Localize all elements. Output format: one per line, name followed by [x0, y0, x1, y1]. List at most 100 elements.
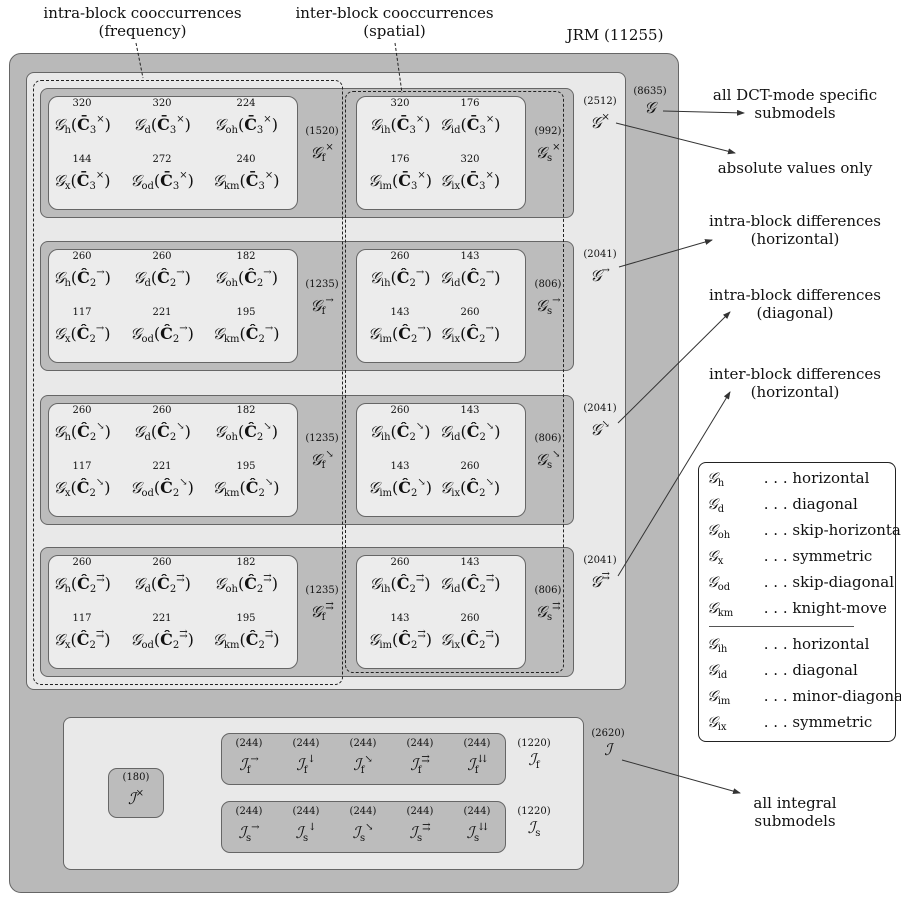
integral-cross: (180) ℐ×: [122, 772, 150, 808]
integral-f-box: [221, 733, 506, 785]
freq-submodel: 260 𝒢h(Ĉ2↘): [53, 405, 111, 443]
spatial-submodel: 260 𝒢ih(Ĉ2→): [369, 251, 431, 289]
legend-item: 𝒢km . . . knight-move: [707, 599, 887, 619]
row-0-freq-box: [48, 96, 298, 210]
arrow-inter-h: [617, 391, 731, 577]
dct-total: (8635)𝒢: [633, 86, 667, 117]
spatial-submodel: 143 𝒢id(Ĉ2↘): [439, 405, 501, 443]
freq-submodel: 144 𝒢x(C̄3×): [53, 154, 111, 192]
row-2-freq-box: [48, 403, 298, 517]
freq-submodel: 260 𝒢d(Ĉ2→): [133, 251, 191, 289]
freq-submodel: 272 𝒢od(C̄3×): [130, 154, 194, 192]
spatial-submodel: 320 𝒢ix(C̄3×): [439, 154, 501, 192]
spatial-submodel: 176 𝒢id(C̄3×): [439, 98, 501, 136]
spatial-submodel: 260 𝒢ix(Ĉ2⇉): [439, 613, 501, 651]
inter-horizontal-label: inter-block differences(horizontal): [709, 365, 881, 401]
intra-dashed-group: [33, 80, 343, 685]
freq-submodel: 260 𝒢d(Ĉ2↘): [133, 405, 191, 443]
integral-s-cell: (244) ℐs↘: [349, 806, 377, 844]
integral-f-total: (1220)ℐf: [517, 738, 551, 771]
arrow-inter-label: [394, 42, 403, 94]
absolute-values-label: absolute values only: [717, 159, 873, 177]
jrm-title: JRM (11255): [566, 26, 664, 44]
legend-item: 𝒢x . . . symmetric: [707, 547, 873, 567]
legend-item: 𝒢oh . . . skip-horizontal: [707, 521, 901, 541]
arrow-intra-label: [135, 42, 144, 79]
integral-s-box: [221, 801, 506, 853]
integral-s-cell: (244) ℐs⇉: [406, 806, 434, 844]
integral-s-cell: (244) ℐs→: [235, 806, 263, 844]
freq-submodel: 221 𝒢od(Ĉ2↘): [130, 461, 194, 499]
freq-submodel: 195 𝒢km(Ĉ2↘): [212, 461, 280, 499]
row-0-freq-total: (1520)𝒢f×: [305, 126, 339, 164]
freq-submodel: 182 𝒢oh(Ĉ2⇉): [214, 557, 278, 595]
freq-submodel: 320 𝒢h(C̄3×): [53, 98, 111, 136]
freq-submodel: 260 𝒢h(Ĉ2→): [53, 251, 111, 289]
row-0-spat-total: (992)𝒢s×: [534, 126, 562, 164]
freq-submodel: 320 𝒢d(C̄3×): [133, 98, 191, 136]
legend: 𝒢h . . . horizontal 𝒢d . . . diagonal 𝒢o…: [698, 462, 901, 742]
freq-submodel: 260 𝒢d(Ĉ2⇉): [133, 557, 191, 595]
spatial-submodel: 260 𝒢ix(Ĉ2↘): [439, 461, 501, 499]
inter-dashed-group: [345, 91, 564, 673]
integral-f-cell: (244) ℐf↘: [349, 738, 377, 776]
legend-item: 𝒢h . . . horizontal: [707, 469, 870, 489]
arrow-intra-h: [618, 239, 713, 268]
integral-f-cell: (244) ℐf⇊: [463, 738, 491, 776]
integral-f-cell: (244) ℐf→: [235, 738, 263, 776]
arrow-abs: [615, 122, 736, 155]
row-3-spat-box: [356, 555, 526, 669]
freq-submodel: 221 𝒢od(Ĉ2→): [130, 307, 194, 345]
spatial-submodel: 143 𝒢im(Ĉ2↘): [367, 461, 433, 499]
legend-divider: [709, 626, 854, 627]
spatial-submodel: 143 𝒢im(Ĉ2→): [367, 307, 433, 345]
spatial-submodel: 320 𝒢ih(C̄3×): [369, 98, 431, 136]
row-3-total: (2041)𝒢⇉: [583, 555, 617, 591]
row-2-freq-total: (1235)𝒢f↘: [305, 433, 339, 471]
integral-s-total: (1220)ℐs: [517, 806, 551, 839]
spatial-submodel: 143 𝒢id(Ĉ2⇉): [439, 557, 501, 595]
integral-cross-box: [108, 768, 164, 818]
row-1-spat-total: (806)𝒢s→: [534, 279, 562, 317]
spatial-submodel: 143 𝒢id(Ĉ2→): [439, 251, 501, 289]
freq-submodel: 117 𝒢x(Ĉ2⇉): [53, 613, 111, 651]
row-3-freq-box: [48, 555, 298, 669]
integral-f-cell: (244) ℐf↓: [292, 738, 320, 776]
spatial-submodel: 260 𝒢ih(Ĉ2↘): [369, 405, 431, 443]
row-0-spat-box: [356, 96, 526, 210]
row-2-spat-box: [356, 403, 526, 517]
row-1-freq-total: (1235)𝒢f→: [305, 279, 339, 317]
legend-item: 𝒢ix . . . symmetric: [707, 713, 873, 733]
intra-horizontal-label: intra-block differences(horizontal): [709, 212, 881, 248]
integral-f-cell: (244) ℐf⇉: [406, 738, 434, 776]
row-1-spat-box: [356, 249, 526, 363]
arrow-intra-d: [617, 311, 731, 424]
spatial-submodel: 176 𝒢im(C̄3×): [367, 154, 433, 192]
inter-block-label: inter-block cooccurrences(spatial): [295, 4, 494, 40]
row-2-spat-total: (806)𝒢s↘: [534, 433, 562, 471]
spatial-submodel: 260 𝒢ix(Ĉ2→): [439, 307, 501, 345]
freq-submodel: 182 𝒢oh(Ĉ2→): [214, 251, 278, 289]
spatial-submodel: 143 𝒢im(Ĉ2⇉): [367, 613, 433, 651]
freq-submodel: 182 𝒢oh(Ĉ2↘): [214, 405, 278, 443]
integral-s-cell: (244) ℐs↓: [292, 806, 320, 844]
legend-item: 𝒢ih . . . horizontal: [707, 635, 870, 655]
legend-item: 𝒢im . . . minor-diagonal: [707, 687, 901, 707]
legend-item: 𝒢id . . . diagonal: [707, 661, 858, 681]
legend-item: 𝒢od . . . skip-diagonal: [707, 573, 895, 593]
intra-diagonal-label: intra-block differences(diagonal): [709, 286, 881, 322]
spatial-submodel: 260 𝒢ih(Ĉ2⇉): [369, 557, 431, 595]
row-3-spat-total: (806)𝒢s⇉: [534, 585, 562, 623]
row-1-freq-box: [48, 249, 298, 363]
integral-s-cell: (244) ℐs⇊: [463, 806, 491, 844]
freq-submodel: 260 𝒢h(Ĉ2⇉): [53, 557, 111, 595]
freq-submodel: 240 𝒢km(C̄3×): [212, 154, 280, 192]
freq-submodel: 117 𝒢x(Ĉ2→): [53, 307, 111, 345]
row-1-total: (2041)𝒢→: [583, 249, 617, 285]
freq-submodel: 221 𝒢od(Ĉ2⇉): [130, 613, 194, 651]
row-0-total: (2512)𝒢×: [583, 96, 617, 132]
freq-submodel: 224 𝒢oh(C̄3×): [214, 98, 278, 136]
arrow-integral: [621, 759, 741, 795]
